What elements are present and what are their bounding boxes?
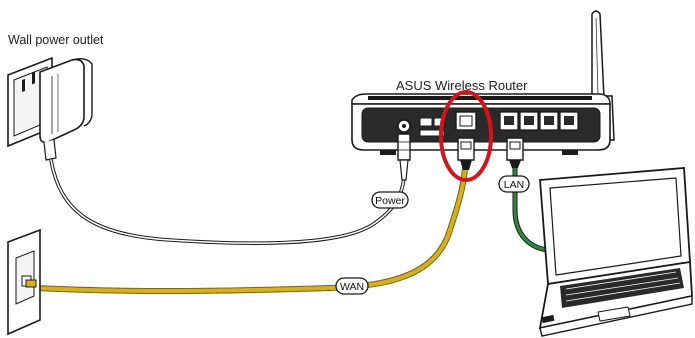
power-label: Power	[375, 195, 405, 207]
power-tag: Power	[371, 191, 409, 209]
wall-jack-icon	[7, 228, 41, 336]
power-adapter-icon	[39, 57, 93, 161]
laptop-icon	[538, 167, 693, 337]
wan-tag: WAN	[335, 277, 369, 295]
wan-port-highlight	[439, 90, 493, 182]
router-label: ASUS Wireless Router	[396, 78, 528, 93]
power-cable	[49, 158, 406, 246]
wan-label: WAN	[340, 281, 364, 293]
lan-tag: LAN	[498, 175, 530, 193]
lan-label: LAN	[504, 179, 524, 191]
wall-power-outlet-label: Wall power outlet	[8, 33, 104, 47]
router-icon	[351, 10, 615, 181]
